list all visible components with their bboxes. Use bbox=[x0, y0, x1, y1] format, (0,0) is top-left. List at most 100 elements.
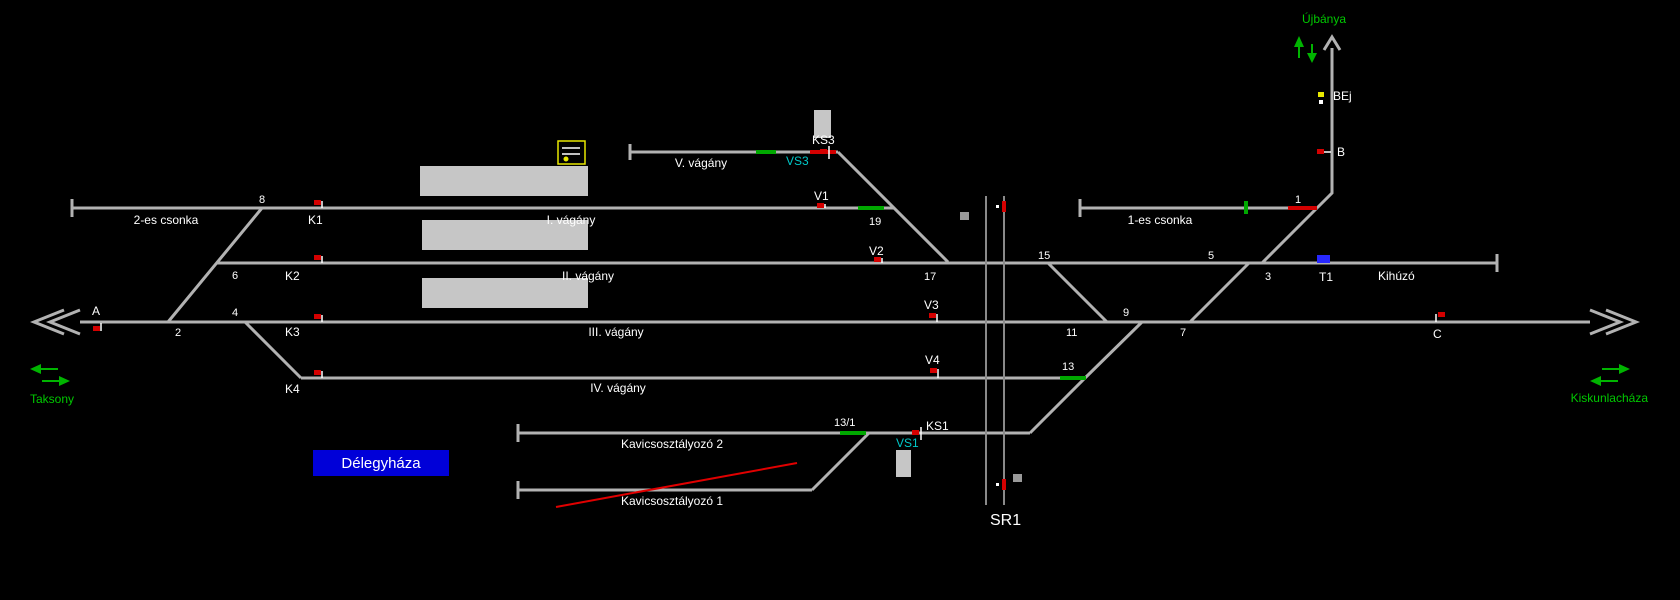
switch-13-1[interactable]: 13/1 bbox=[834, 417, 855, 429]
signal-head bbox=[314, 314, 321, 319]
switch-3[interactable]: 3 bbox=[1265, 271, 1271, 283]
crossing-lamp-top bbox=[996, 205, 999, 208]
signal-head bbox=[1317, 149, 1324, 154]
west-arrow-right-icon bbox=[59, 376, 70, 386]
building-outline bbox=[557, 140, 586, 165]
building-lamp bbox=[563, 156, 569, 162]
direction-north[interactable]: Újbánya bbox=[1294, 11, 1346, 63]
direction-west[interactable]: Taksony bbox=[30, 364, 74, 406]
switch-6[interactable]: 6 bbox=[232, 270, 238, 282]
signal-label: B bbox=[1337, 145, 1345, 159]
switch-1[interactable]: 1 bbox=[1295, 194, 1301, 206]
label-track5: V. vágány bbox=[675, 156, 727, 170]
signal-head bbox=[314, 255, 321, 260]
signal-k4[interactable]: K4 bbox=[285, 370, 323, 396]
north-branch-arrow bbox=[1322, 34, 1342, 51]
signal-k1[interactable]: K1 bbox=[308, 200, 323, 227]
switch-11[interactable]: 11 bbox=[1066, 327, 1077, 339]
signal-head bbox=[314, 200, 321, 205]
signal-label: V2 bbox=[869, 244, 884, 258]
crossing-label: SR1 bbox=[990, 512, 1021, 529]
station-name-box: Délegyháza bbox=[313, 450, 449, 476]
signal-v2[interactable]: V2 bbox=[869, 244, 884, 263]
signal-label: KS1 bbox=[926, 419, 949, 433]
signal-vs1[interactable]: VS1 bbox=[896, 436, 919, 450]
platform-gravel-side bbox=[896, 450, 911, 477]
main-line-arrow-left-1 bbox=[45, 308, 81, 336]
label-track2: II. vágány bbox=[562, 269, 614, 283]
signal-label: K3 bbox=[285, 325, 300, 339]
label-track4: IV. vágány bbox=[590, 381, 646, 395]
signal-bej[interactable]: BEj bbox=[1318, 89, 1352, 104]
signal-t1[interactable]: T1 bbox=[1317, 255, 1333, 284]
signal-label: T1 bbox=[1319, 270, 1333, 284]
neighbour-station-west: Taksony bbox=[30, 392, 74, 406]
switch-4[interactable]: 4 bbox=[232, 307, 238, 319]
shunt-indicator-t1 bbox=[1317, 255, 1330, 263]
switch-2[interactable]: 2 bbox=[175, 327, 181, 339]
signal-label: K4 bbox=[285, 382, 300, 396]
signal-k3[interactable]: K3 bbox=[285, 314, 323, 339]
switch-5[interactable]: 5 bbox=[1208, 250, 1214, 262]
crossing-box-top bbox=[960, 212, 969, 220]
platform-track5-1 bbox=[420, 166, 588, 196]
signal-head bbox=[314, 370, 321, 375]
switch-8[interactable]: 8 bbox=[259, 194, 265, 206]
label-kihuzo: Kihúzó bbox=[1378, 269, 1415, 283]
label-track1: I. vágány bbox=[547, 213, 596, 227]
signal-c[interactable]: C bbox=[1433, 312, 1445, 341]
signal-v1[interactable]: V1 bbox=[814, 189, 829, 208]
signal-label: K1 bbox=[308, 213, 323, 227]
neighbour-station-north: Újbánya bbox=[1302, 11, 1346, 26]
track-line-north-branch bbox=[1315, 48, 1334, 210]
switch-diagonal-3-1 bbox=[1260, 206, 1319, 265]
track-lines bbox=[29, 34, 1641, 499]
switch-diagonal-gravel2 bbox=[1028, 376, 1087, 435]
signal-head bbox=[929, 313, 936, 318]
route-segments bbox=[756, 150, 1317, 435]
signal-v4[interactable]: V4 bbox=[925, 353, 940, 378]
signal-b[interactable]: B bbox=[1317, 145, 1345, 159]
label-track3: III. vágány bbox=[588, 325, 643, 339]
signal-ks1[interactable]: KS1 bbox=[912, 419, 949, 440]
label-stub1: 1-es csonka bbox=[1128, 213, 1193, 227]
signal-ks3[interactable]: KS3 bbox=[812, 133, 835, 159]
platforms bbox=[420, 110, 911, 477]
station-building-icon bbox=[557, 140, 586, 165]
east-arrow-left-icon bbox=[1590, 376, 1601, 386]
signal-label: K2 bbox=[285, 269, 300, 283]
signal-label: VS3 bbox=[786, 154, 809, 168]
signal-v3[interactable]: V3 bbox=[924, 298, 939, 322]
north-arrow-up-icon bbox=[1294, 36, 1304, 47]
switch-13[interactable]: 13 bbox=[1062, 361, 1074, 373]
switch-diagonal-13-9 bbox=[1083, 320, 1144, 380]
signal-a[interactable]: A bbox=[92, 304, 102, 331]
signal-vs3[interactable]: VS3 bbox=[786, 154, 809, 168]
switch-7[interactable]: 7 bbox=[1180, 327, 1186, 339]
switch-diagonal-4 bbox=[243, 320, 303, 380]
track-closure-slash bbox=[555, 462, 798, 508]
switch-9[interactable]: 9 bbox=[1123, 307, 1129, 319]
track-labels: 2-es csonka I. vágány II. vágány III. vá… bbox=[134, 156, 1415, 508]
signal-label: V1 bbox=[814, 189, 829, 203]
west-arrow-left-icon bbox=[30, 364, 41, 374]
main-line-arrow-right-1 bbox=[1589, 308, 1625, 336]
label-gravel2: Kavicsosztályozó 2 bbox=[621, 437, 723, 451]
switch-19[interactable]: 19 bbox=[869, 216, 881, 228]
level-crossing-sr1[interactable]: SR1 bbox=[960, 196, 1022, 529]
north-arrow-down-icon bbox=[1307, 53, 1317, 63]
signal-k2[interactable]: K2 bbox=[285, 255, 323, 283]
signal-label: A bbox=[92, 304, 100, 318]
switch-diagonal-5-to-2 bbox=[836, 150, 950, 264]
signal-label: VS1 bbox=[896, 436, 919, 450]
switch-15[interactable]: 15 bbox=[1038, 250, 1050, 262]
switch-17[interactable]: 17 bbox=[924, 271, 936, 283]
signal-label: C bbox=[1433, 327, 1442, 341]
east-arrow-right-icon bbox=[1619, 364, 1630, 374]
main-line-arrow-left-2 bbox=[29, 308, 65, 336]
platform-track5-side bbox=[814, 110, 831, 138]
label-stub2: 2-es csonka bbox=[134, 213, 199, 227]
direction-east[interactable]: Kiskunlacháza bbox=[1571, 364, 1649, 405]
